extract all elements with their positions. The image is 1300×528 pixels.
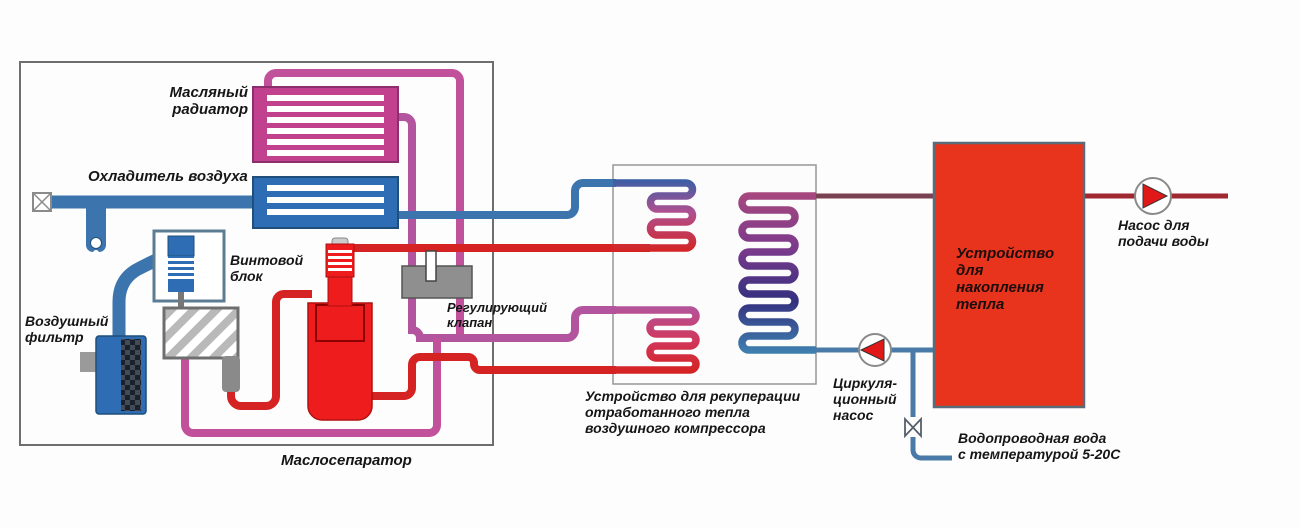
control-valve-label: Регулирующий клапан: [447, 300, 548, 330]
circulation-pump-icon: [858, 333, 892, 367]
pipe-hot-red: [227, 244, 650, 410]
air-filter-label: Воздушный фильтр: [25, 313, 109, 345]
screw-block-assembly: [152, 229, 226, 310]
coil-water: [738, 192, 816, 354]
oil-separator-vessel: [307, 237, 373, 421]
heat-storage-label: Устройство для накопления тепла: [956, 245, 1055, 313]
heat-storage-box: [932, 141, 1086, 409]
compressor-enclosure-box: [19, 61, 494, 446]
oil-radiator-label: Масляный радиатор: [169, 84, 248, 118]
recovery-device-label: Устройство для рекуперации отработанного…: [585, 388, 801, 436]
tap-water-label: Водопроводная вода с температурой 5-20С: [958, 430, 1121, 462]
pipe-oil-circuit: [181, 69, 616, 437]
water-supply-pump-label: Насос для подачи воды: [1118, 217, 1209, 249]
air-cooler-label: Охладитель воздуха: [88, 168, 248, 185]
coil-air: [613, 179, 697, 252]
oil-separator-label: Маслосепаратор: [281, 452, 412, 469]
gate-valve-icon: [904, 416, 922, 439]
moisture-drain-icon: [86, 196, 106, 252]
control-valve-block: [401, 250, 473, 299]
crankcase-block: [162, 306, 240, 392]
oil-radiator-block: [252, 86, 399, 163]
water-supply-pump-icon: [1134, 177, 1172, 215]
circulation-pump-label: Циркуля- ционный насос: [833, 375, 897, 423]
pipe-air-circuit: [51, 179, 616, 342]
air-filter-block: [80, 335, 147, 415]
coil-oil: [613, 306, 700, 374]
screw-block-label: Винтовой блок: [230, 252, 304, 284]
air-cooler-block: [252, 176, 399, 229]
air-inlet-damper-icon: [32, 192, 52, 212]
